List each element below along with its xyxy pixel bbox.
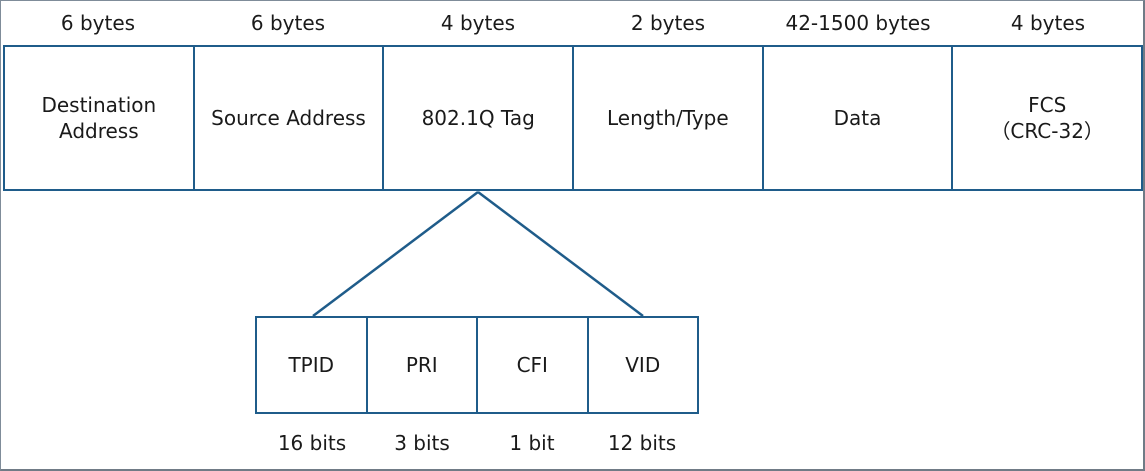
bit-label-vid: 12 bits [607,431,677,455]
vlan-tag-breakdown: TPID PRI CFI VID [255,316,699,414]
ethernet-frame: Destination Address Source Address 802.1… [3,45,1143,191]
bit-label-pri: 3 bits [394,431,450,455]
bit-label-tpid: 16 bits [277,431,347,455]
field-destination-address: Destination Address [5,47,195,189]
tag-field-tpid: TPID [257,318,368,412]
bit-label-cfi: 1 bit [509,431,555,455]
tag-field-pri: PRI [368,318,478,412]
size-label-length-type: 2 bytes [630,11,706,35]
field-fcs: FCS （CRC-32） [990,93,1104,143]
size-label-tag: 4 bytes [440,11,516,35]
field-8021q-tag: 802.1Q Tag [384,47,575,189]
size-label-fcs: 4 bytes [1010,11,1086,35]
size-label-source: 6 bytes [250,11,326,35]
tag-field-vid: VID [625,353,661,377]
tag-field-cfi: CFI [478,318,589,412]
size-label-data: 42-1500 bytes [785,11,931,35]
field-data: Data [764,47,954,189]
field-length-type: Length/Type [574,47,764,189]
size-label-destination: 6 bytes [60,11,136,35]
field-source-address: Source Address [195,47,385,189]
